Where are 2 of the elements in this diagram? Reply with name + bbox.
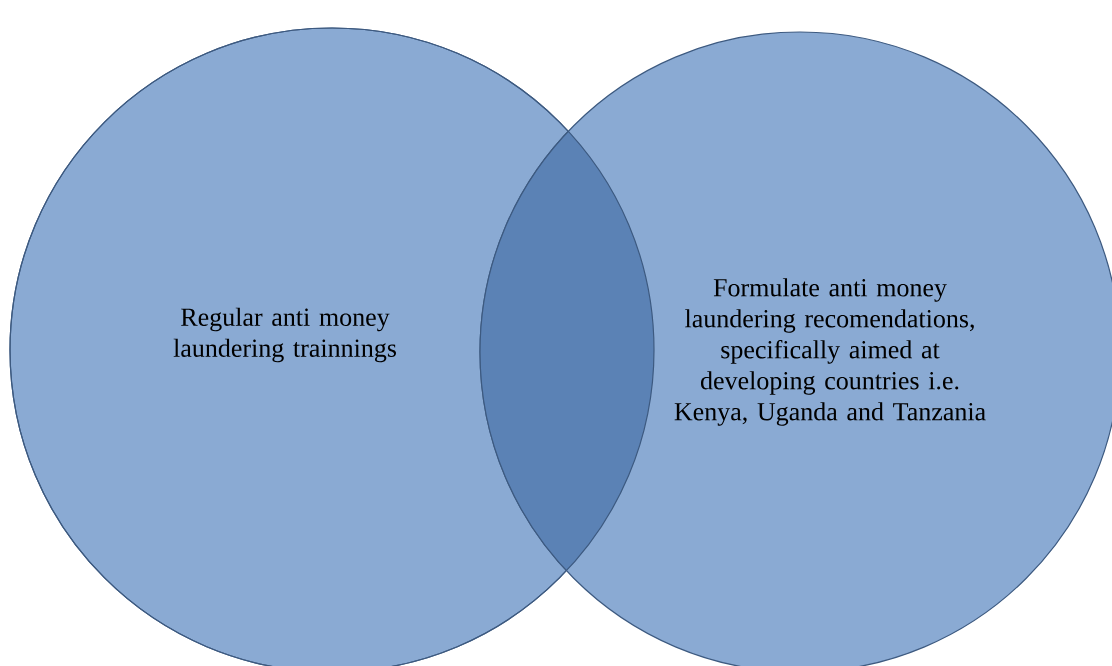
node-label: Regular anti money laundering trainnings bbox=[173, 307, 396, 363]
node-label: Formulate anti money laundering recomendations, specifically aimed at developing countries i.e. Kenya, Uganda and Tanzania bbox=[674, 278, 986, 426]
